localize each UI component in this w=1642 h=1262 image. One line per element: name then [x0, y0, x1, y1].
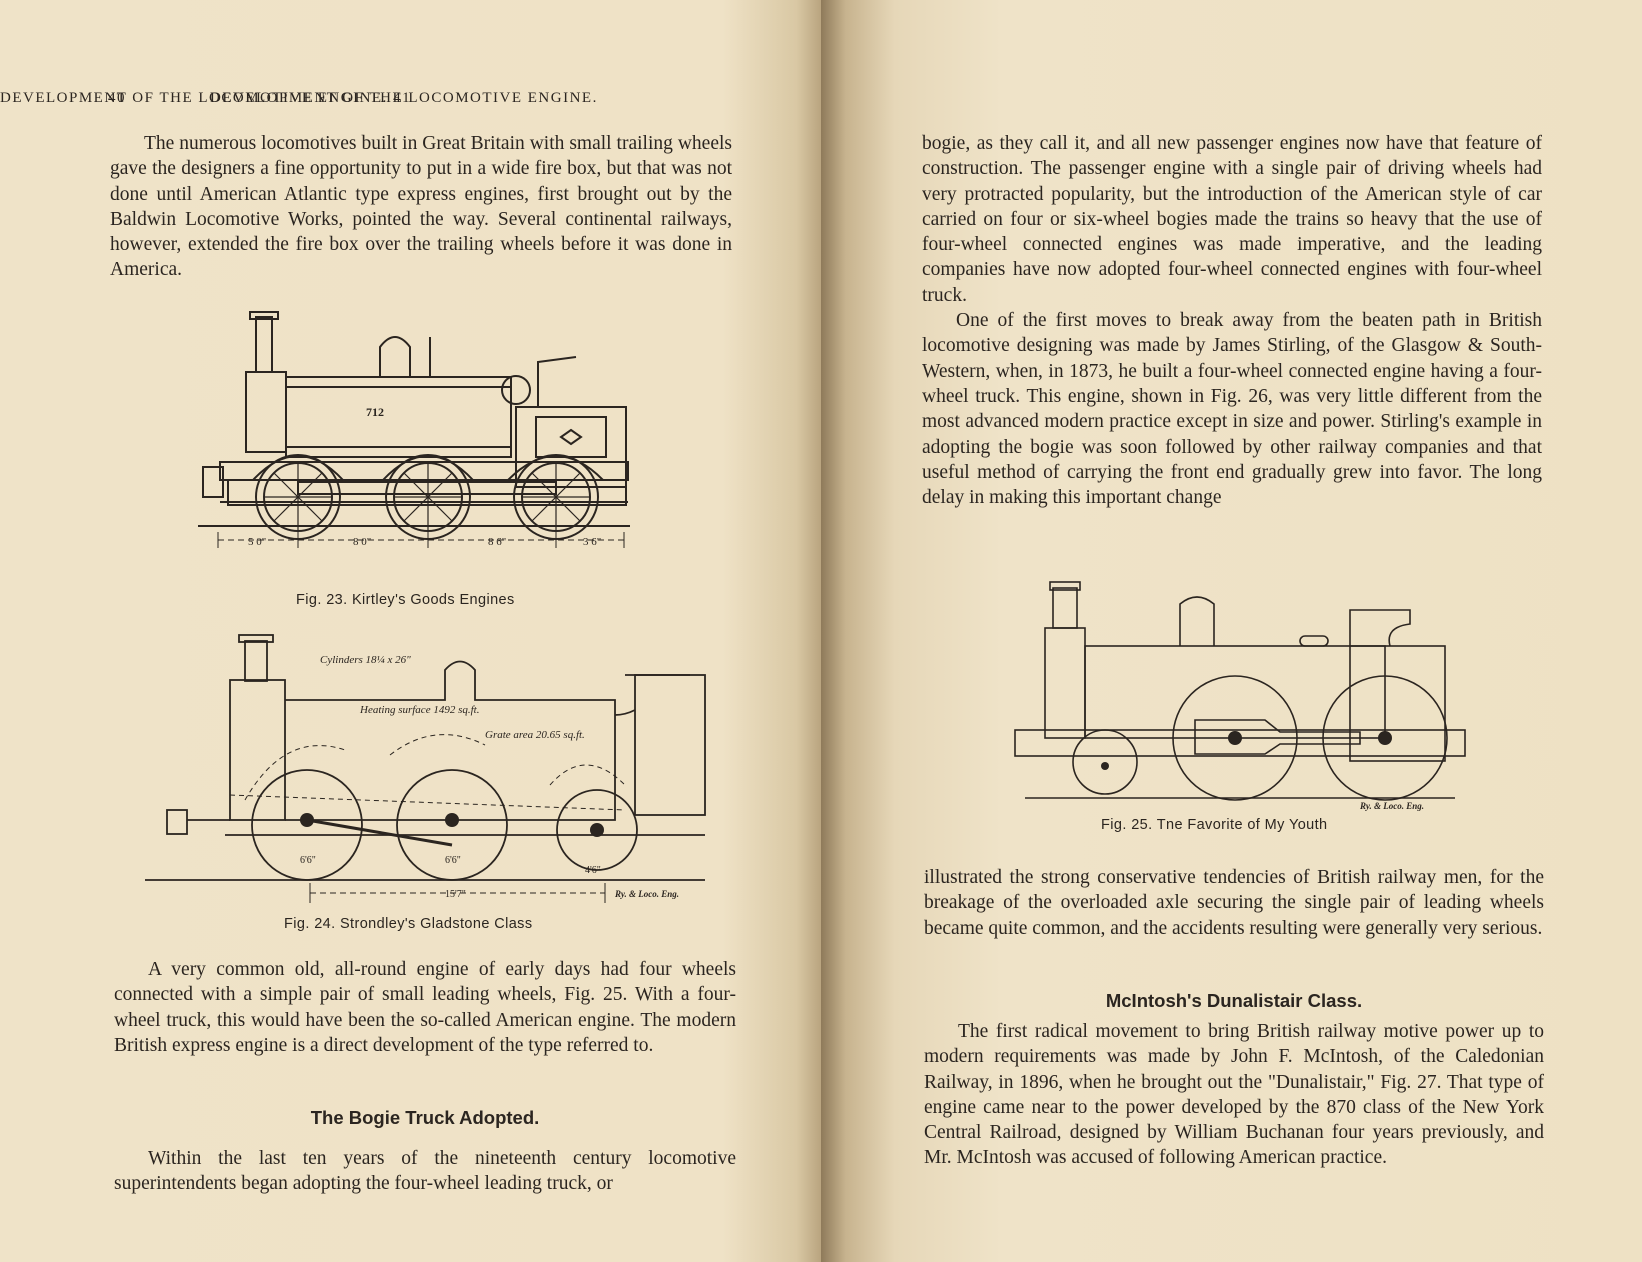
paragraph: The numerous locomotives built in Great …: [110, 133, 732, 281]
left-running-head: 40 DEVELOPMENT OF THE LOCOMOTIVE ENGINE.: [108, 90, 628, 107]
running-head-title: DEVELOPMENT OF THE LOCOMOTIVE ENGINE.: [0, 90, 388, 106]
figure-credit: Ry. & Loco. Eng.: [1359, 801, 1424, 811]
wheel-dimension: 6'6": [300, 855, 316, 866]
left-paragraph-1: The numerous locomotives built in Great …: [110, 131, 732, 283]
dimension-label: 5 0": [248, 536, 266, 548]
section-heading: The Bogie Truck Adopted.: [310, 1107, 540, 1128]
right-page: [821, 0, 1642, 1262]
dimension-label: 8 0": [353, 536, 371, 548]
figure-credit: Ry. & Loco. Eng.: [614, 889, 679, 899]
section-heading: McIntosh's Dunalistair Class.: [1105, 990, 1363, 1011]
fig23-locomotive-drawing: 712 5 0" 8 0" 8 6" 3 6": [198, 311, 630, 548]
page-number: 41: [393, 90, 412, 106]
wheelbase-dimension: 15'7": [445, 889, 466, 900]
fig23-caption: Fig. 23. Kirtley's Goods Engines: [296, 592, 515, 608]
left-page: 40 DEVELOPMENT OF THE LOCOMOTIVE ENGINE.…: [0, 0, 821, 1262]
label-grate-area: Grate area 20.65 sq.ft.: [485, 729, 585, 741]
fig24-locomotive-drawing: Cylinders 18¼ x 26" Heating surface 1492…: [145, 634, 706, 903]
page-number: 40: [108, 90, 126, 106]
dimension-label: 3 6": [583, 536, 601, 548]
right-paragraph-4: The first radical movement to bring Brit…: [924, 1019, 1544, 1171]
left-paragraph-2: A very common old, all-round engine of e…: [114, 957, 736, 1058]
fig25-caption: Fig. 25. Tne Favorite of My Youth: [1101, 817, 1328, 833]
number-plate: 712: [366, 405, 384, 419]
paragraph: bogie, as they call it, and all new pass…: [922, 133, 1542, 306]
dimension-label: 8 6": [488, 536, 506, 548]
fig24-caption: Fig. 24. Strondley's Gladstone Class: [284, 916, 533, 932]
paragraph: Within the last ten years of the ninetee…: [114, 1148, 736, 1195]
running-head-title: DEVELOPMENT OF THE LOCOMOTIVE ENGINE.: [210, 90, 598, 106]
right-paragraph-3: illustrated the strong conservative tend…: [924, 865, 1544, 941]
label-cylinders: Cylinders 18¼ x 26": [320, 654, 411, 666]
right-paragraph-1: bogie, as they call it, and all new pass…: [922, 131, 1542, 510]
fig25-locomotive-drawing: Ry. & Loco. Eng.: [1014, 581, 1466, 811]
paragraph: illustrated the strong conservative tend…: [924, 867, 1544, 939]
paragraph: One of the first moves to break away fro…: [922, 310, 1542, 509]
label-heating-surface: Heating surface 1492 sq.ft.: [359, 704, 479, 716]
paragraph: A very common old, all-round engine of e…: [114, 959, 736, 1056]
left-paragraph-3: Within the last ten years of the ninetee…: [114, 1146, 736, 1197]
right-running-head: DEVELOPMENT OF THE LOCOMOTIVE ENGINE. 41: [0, 90, 493, 107]
wheel-dimension: 6'6": [445, 855, 461, 866]
wheel-dimension: 4'6": [585, 865, 601, 876]
paragraph: The first radical movement to bring Brit…: [924, 1021, 1544, 1169]
